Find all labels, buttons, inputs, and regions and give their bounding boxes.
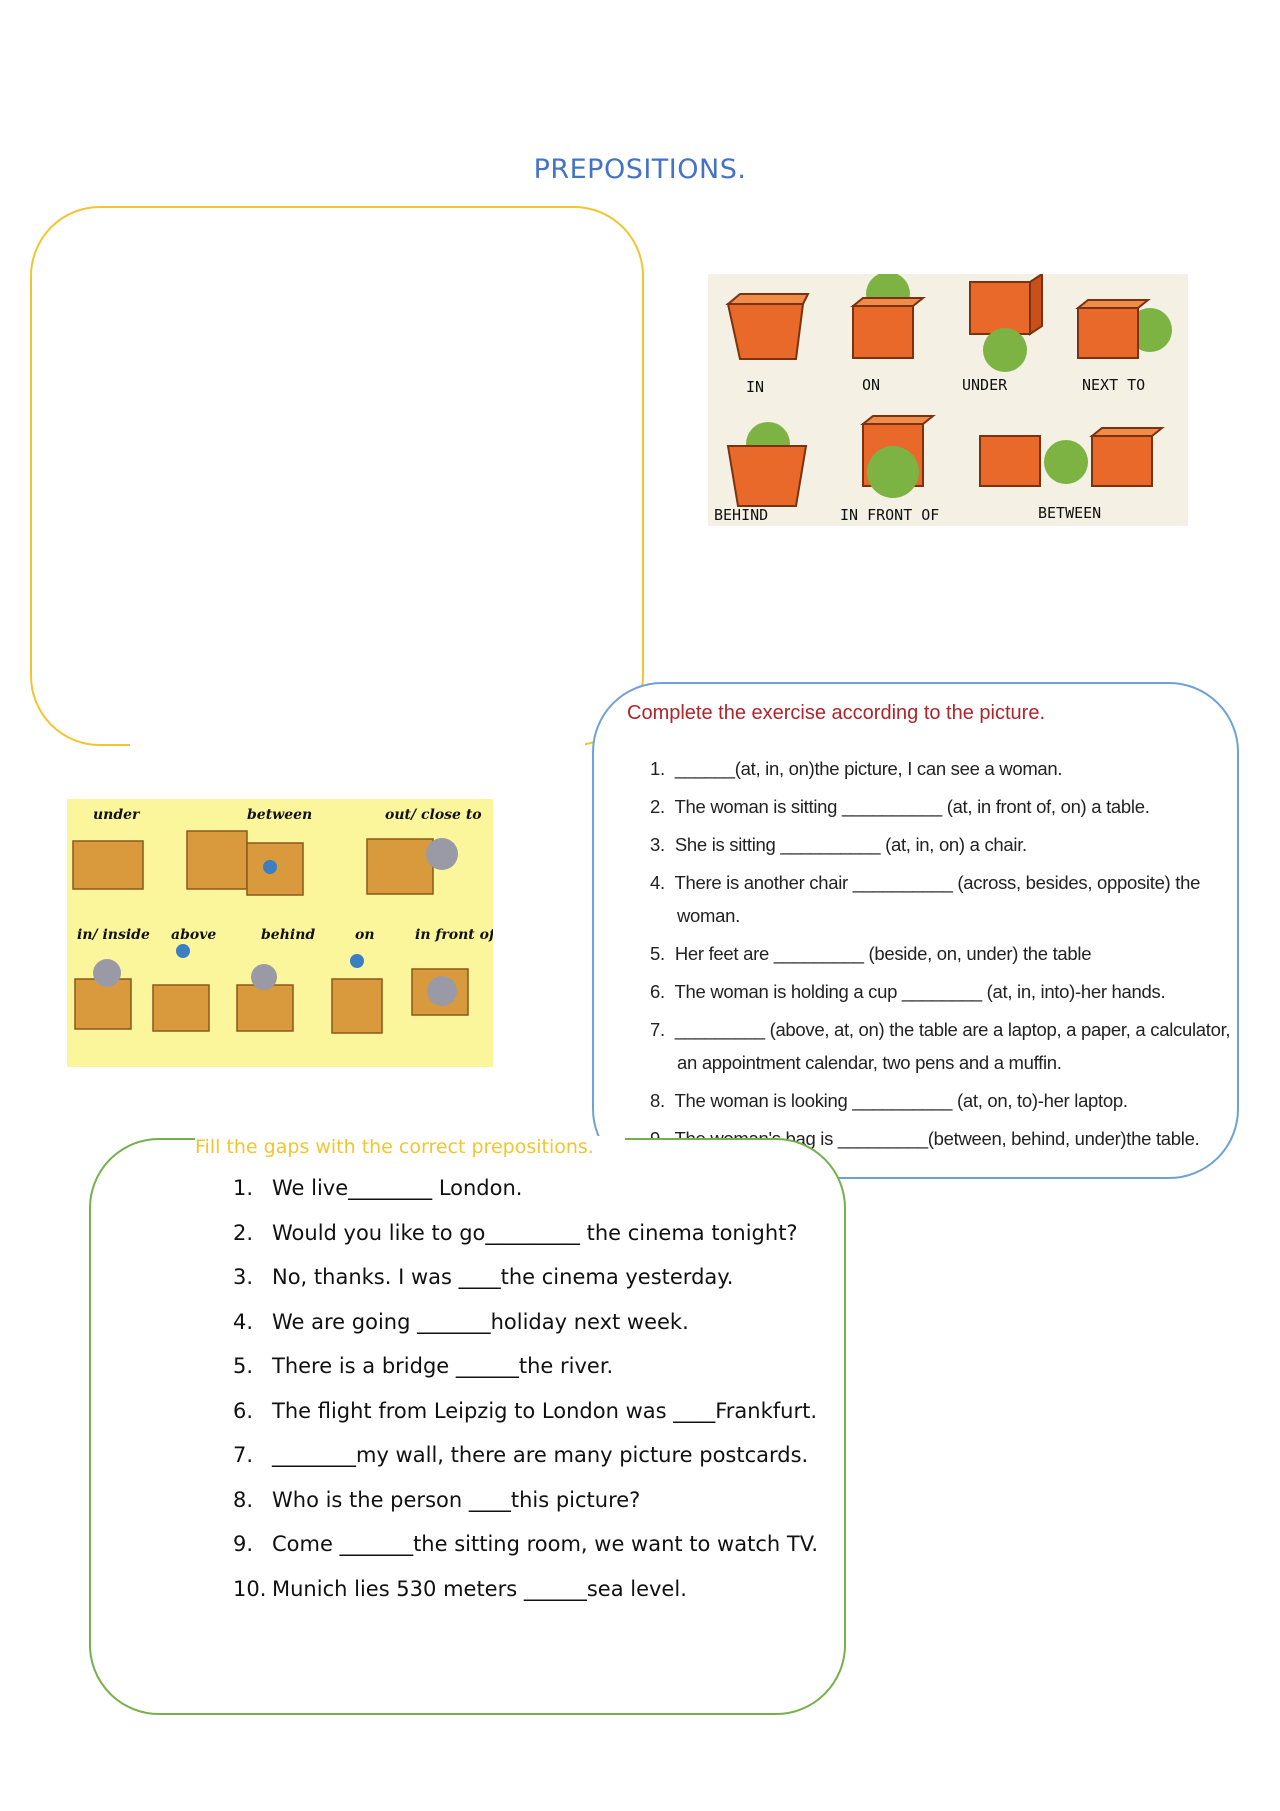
cat-head	[426, 838, 458, 870]
label-between: BETWEEN	[1038, 504, 1101, 522]
list-item: 10.Munich lies 530 meters ______sea leve…	[233, 1576, 687, 1601]
list-item: 1. ______(at, in, on)the picture, I can …	[650, 758, 1063, 779]
list-item: 6. The woman is holding a cup ________ (…	[650, 981, 1166, 1002]
list-item: 3. She is sitting __________ (at, in, on…	[650, 834, 1027, 855]
label-in-front-of: in front of	[415, 927, 493, 943]
box-on-illustration	[850, 274, 926, 359]
label-under: UNDER	[962, 376, 1008, 394]
box-between-illustration	[979, 427, 1165, 487]
list-item: 4.We are going _______holiday next week.	[233, 1309, 689, 1334]
fill-gaps-list: 1.We live________ London. 2.Would you li…	[233, 1176, 818, 1621]
cardboard-box	[72, 840, 144, 890]
label-above: above	[171, 927, 216, 943]
empty-yellow-frame	[30, 206, 644, 746]
list-item: 7.________my wall, there are many pictur…	[233, 1443, 809, 1467]
label-out-close-to: out/ close to	[385, 807, 482, 823]
list-item: 5.There is a bridge ______the river.	[233, 1354, 614, 1378]
list-item: 2. The woman is sitting __________ (at, …	[650, 796, 1150, 817]
label-in: IN	[746, 378, 764, 396]
list-item: 8.Who is the person ____this picture?	[233, 1487, 641, 1512]
label-on: on	[355, 927, 375, 943]
boxes-illustration: IN ON UNDER NEXT TO BEHIND IN FRONT OF B…	[714, 274, 1172, 524]
label-in-inside: in/ inside	[77, 927, 150, 943]
cat-head	[251, 964, 277, 990]
bird	[176, 944, 190, 958]
list-item: 9.Come _______the sitting room, we want …	[233, 1532, 819, 1556]
cardboard-box	[331, 978, 383, 1034]
box-in-illustration	[725, 293, 810, 360]
bird	[263, 860, 277, 874]
cat-head	[427, 976, 457, 1006]
box-in-front-of-illustration	[860, 415, 936, 498]
list-item: 1.We live________ London.	[233, 1176, 523, 1200]
list-item: 7. _________ (above, at, on) the table a…	[650, 1019, 1231, 1040]
box-next-to-illustration	[1075, 299, 1172, 359]
box-behind-illustration	[726, 422, 808, 507]
cats-illustration: under between out/ close to in/ inside a…	[72, 807, 493, 1034]
label-behind: behind	[261, 927, 315, 943]
label-next-to: NEXT TO	[1082, 376, 1145, 394]
prepositions-boxes-figure: IN ON UNDER NEXT TO BEHIND IN FRONT OF B…	[708, 274, 1188, 526]
bird	[350, 954, 364, 968]
cardboard-box	[186, 830, 248, 890]
fill-gaps-frame	[89, 1138, 846, 1715]
label-between: between	[247, 807, 312, 823]
page-title: PREPOSITIONS.	[533, 154, 747, 185]
cardboard-box	[236, 984, 294, 1032]
cat-head	[93, 959, 121, 987]
fill-gaps-title: Fill the gaps with the correct prepositi…	[195, 1136, 625, 1158]
label-behind: BEHIND	[714, 506, 768, 524]
box-under-illustration	[969, 274, 1043, 372]
list-item: 2.Would you like to go_________ the cine…	[233, 1220, 798, 1245]
list-item: 5. Her feet are _________ (beside, on, u…	[650, 943, 1092, 964]
list-item: 3.No, thanks. I was ____the cinema yeste…	[233, 1265, 734, 1289]
cardboard-box	[152, 984, 210, 1032]
label-on: ON	[862, 376, 880, 394]
label-under: under	[93, 807, 141, 823]
prepositions-cats-figure: under between out/ close to in/ inside a…	[67, 799, 493, 1067]
cardboard-box	[74, 978, 132, 1030]
cardboard-box	[366, 838, 434, 895]
frame-gap	[130, 738, 585, 752]
list-item: 4. There is another chair __________ (ac…	[650, 872, 1201, 893]
label-in-front-of: IN FRONT OF	[840, 506, 939, 524]
picture-exercise-frame	[592, 682, 1239, 1179]
list-item: 6.The flight from Leipzig to London was …	[233, 1398, 818, 1423]
picture-exercise-title: Complete the exercise according to the p…	[627, 702, 1045, 724]
list-item: 8. The woman is looking __________ (at, …	[650, 1090, 1128, 1111]
